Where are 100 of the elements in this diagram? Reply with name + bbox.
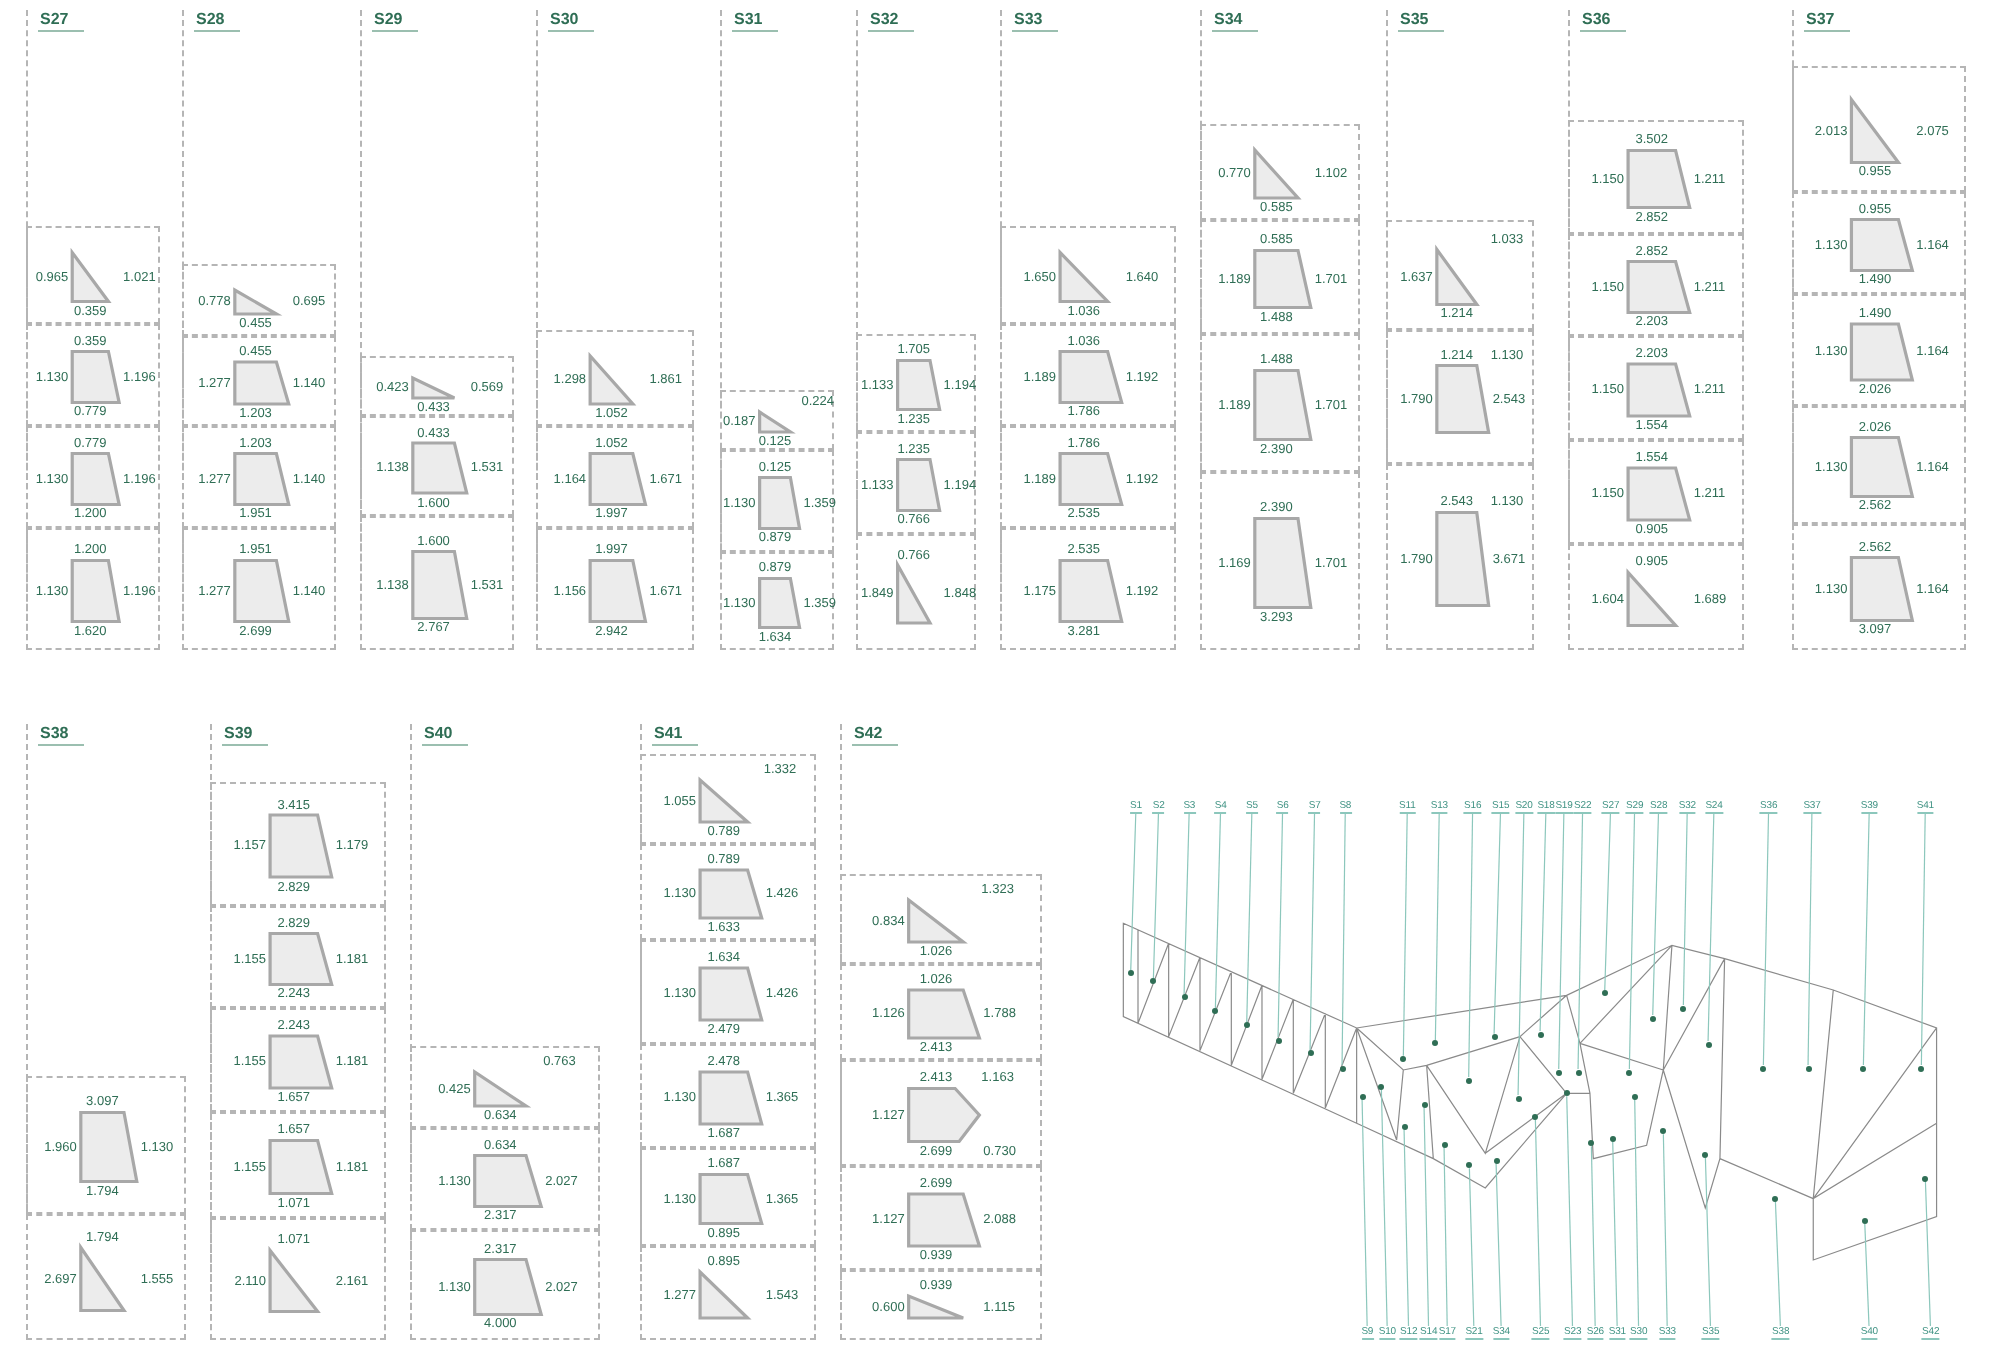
panel-cell <box>1792 524 1966 650</box>
section-column <box>26 724 186 1340</box>
marker-dot <box>1680 1005 1687 1011</box>
panel-cell <box>1568 440 1744 544</box>
section-label: S40 <box>422 724 469 746</box>
leader-line <box>1361 1098 1368 1327</box>
marker-dot <box>1918 1065 1925 1071</box>
panel-cell <box>1200 220 1360 334</box>
leader-line <box>1402 813 1408 1057</box>
panel-cell <box>856 534 976 650</box>
section-column <box>182 10 336 650</box>
panel-cell <box>1000 426 1176 528</box>
panel-cell <box>1568 234 1744 336</box>
panel-cell <box>640 844 816 940</box>
leader-line <box>1309 813 1316 1051</box>
panel-cell <box>1000 226 1176 324</box>
panel-cell <box>1200 472 1360 650</box>
marker-dot <box>1537 1031 1543 1037</box>
section-label: S32 <box>868 10 915 32</box>
leader-line <box>1920 813 1926 1066</box>
section-label: S39 <box>222 724 269 746</box>
panel-cell <box>1200 334 1360 472</box>
section-column <box>720 10 834 650</box>
section-column <box>1000 10 1176 650</box>
panel-cell <box>182 426 336 528</box>
leader-line <box>1534 1119 1542 1327</box>
marker-dot <box>1400 1055 1407 1062</box>
marker-dot <box>1760 1065 1767 1071</box>
marker-dot <box>1626 1069 1633 1075</box>
panel-cell <box>840 1270 1042 1340</box>
panel-cell <box>182 336 336 426</box>
panel-cell <box>410 1128 600 1230</box>
leader-line <box>1493 813 1502 1035</box>
leader-line <box>1183 813 1190 995</box>
panel-cell <box>1568 336 1744 440</box>
leader-line <box>1443 1146 1448 1327</box>
panel-cell <box>856 432 976 534</box>
marker-dot <box>1181 994 1187 1001</box>
section-label: S29 <box>372 10 419 32</box>
section-label: S30 <box>548 10 595 32</box>
panel-cell <box>720 552 834 650</box>
section-column <box>536 10 694 650</box>
panel-cell <box>640 754 816 844</box>
section-label: S38 <box>38 724 85 746</box>
leader-line <box>1214 813 1222 1009</box>
panel-cell <box>640 1044 816 1148</box>
panel-cell <box>1792 66 1966 192</box>
marker-dot <box>1588 1140 1595 1147</box>
panel-cell <box>410 1046 600 1128</box>
marker-dot <box>1441 1141 1447 1147</box>
marker-dot <box>1922 1175 1929 1181</box>
leader-line <box>1517 813 1525 1096</box>
panel-cell <box>1386 464 1534 650</box>
leader-line <box>1662 1133 1668 1327</box>
section-column <box>1386 10 1534 650</box>
panel-cell <box>720 390 834 450</box>
section-column <box>1792 10 1966 650</box>
section-column <box>856 10 976 650</box>
leader-line <box>1577 813 1584 1070</box>
leader-line <box>1682 813 1688 1006</box>
marker-dot <box>1401 1123 1407 1130</box>
leader-line <box>1539 813 1547 1032</box>
panel-cell <box>1568 120 1744 234</box>
panel-cell <box>26 426 160 528</box>
section-label: S37 <box>1804 10 1851 32</box>
panel-cell <box>640 1246 816 1340</box>
marker-dot <box>1307 1050 1313 1057</box>
marker-dot <box>1339 1065 1345 1071</box>
leader-line <box>1590 1145 1596 1327</box>
leader-line <box>1862 813 1870 1066</box>
marker-dot <box>1772 1195 1779 1202</box>
section-label: S31 <box>732 10 779 32</box>
marker-dot <box>1359 1093 1365 1099</box>
section-column <box>840 724 1042 1340</box>
leader-line <box>1924 1180 1931 1327</box>
section-label: S33 <box>1012 10 1059 32</box>
leader-line <box>1634 1098 1640 1327</box>
panel-cell <box>640 940 816 1044</box>
marker-dot <box>1660 1128 1667 1135</box>
panel-cell <box>26 324 160 426</box>
panel-cell <box>1386 220 1534 330</box>
panel-cell <box>26 1076 186 1214</box>
leader-line <box>1558 813 1565 1070</box>
leader-line <box>1423 1107 1430 1327</box>
panel-cell <box>360 416 514 516</box>
leader-line <box>1495 1163 1502 1327</box>
leader-line <box>1341 813 1346 1066</box>
section-column <box>1568 10 1744 650</box>
leader-line <box>1864 1223 1870 1327</box>
marker-dot <box>1860 1065 1867 1071</box>
marker-dot <box>1243 1022 1250 1029</box>
leader-line <box>1566 1095 1574 1327</box>
leader-line <box>1468 1167 1475 1327</box>
marker-dot <box>1631 1093 1638 1099</box>
section-column <box>210 724 386 1340</box>
section-column <box>360 10 514 650</box>
panel-cell <box>536 330 694 426</box>
marker-dot <box>1432 1040 1439 1047</box>
panel-cell <box>640 1148 816 1246</box>
section-column <box>410 724 600 1340</box>
